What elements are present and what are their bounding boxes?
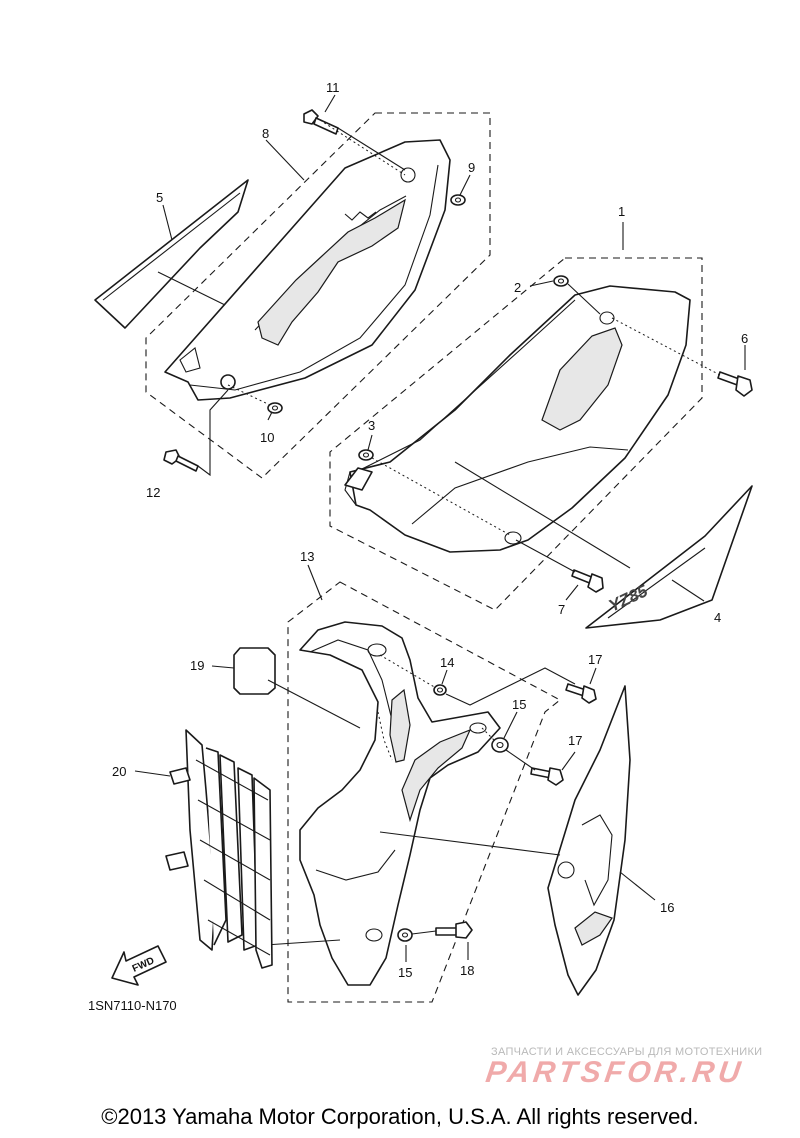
collar-9 [450, 194, 466, 206]
radiator-guard-20 [165, 729, 273, 969]
plate-19 [233, 647, 276, 695]
callout-5: 5 [156, 190, 163, 205]
bolt-7 [571, 569, 604, 593]
bolt-6 [717, 371, 753, 397]
callout-15-upper: 15 [512, 697, 526, 712]
callout-6: 6 [741, 331, 748, 346]
callout-16: 16 [660, 900, 674, 915]
bolt-12 [163, 449, 199, 472]
diagram-code: 1SN7110-N170 [88, 998, 177, 1013]
fwd-arrow-icon: FWD [111, 945, 167, 986]
callout-12: 12 [146, 485, 160, 500]
callout-18: 18 [460, 963, 474, 978]
collar-14 [433, 684, 447, 696]
callout-15-lower: 15 [398, 965, 412, 980]
callout-2: 2 [514, 280, 521, 295]
callout-9: 9 [468, 160, 475, 175]
callout-7: 7 [558, 602, 565, 617]
collar-3 [358, 449, 374, 461]
bolt-17-lower [530, 767, 564, 786]
collar-2 [553, 275, 569, 287]
callout-10: 10 [260, 430, 274, 445]
callout-14: 14 [440, 655, 454, 670]
callout-1: 1 [618, 204, 625, 219]
dashed-boundary-13 [287, 581, 561, 1003]
watermark-brand: PARTSFOR.RU [483, 1056, 747, 1089]
decal-16 [547, 685, 631, 996]
callout-17-lower: 17 [568, 733, 582, 748]
parts-diagram: YZ85 [94, 80, 753, 1003]
callout-20: 20 [112, 764, 126, 779]
callout-13: 13 [300, 549, 314, 564]
callout-3: 3 [368, 418, 375, 433]
bolt-18 [435, 921, 473, 939]
bolt-11 [303, 109, 339, 135]
air-scoop-13 [299, 621, 501, 986]
callout-17-upper: 17 [588, 652, 602, 667]
decal-4 [585, 485, 753, 629]
grommet-15-upper [491, 737, 509, 753]
watermark-tagline: ЗАПЧАСТИ И АКСЕССУАРЫ ДЛЯ МОТОТЕХНИКИ [491, 1046, 763, 1058]
copyright-notice: ©2013 Yamaha Motor Corporation, U.S.A. A… [101, 1104, 699, 1129]
dashed-boundary-1 [329, 257, 703, 611]
callout-19: 19 [190, 658, 204, 673]
callout-8: 8 [262, 126, 269, 141]
callout-11: 11 [326, 80, 340, 95]
collar-10 [267, 402, 283, 414]
grommet-15-lower [397, 928, 413, 942]
dashed-boundary-8 [145, 112, 491, 479]
callout-4: 4 [714, 610, 721, 625]
side-cover-1 [349, 285, 691, 553]
bolt-17-upper [565, 683, 597, 704]
